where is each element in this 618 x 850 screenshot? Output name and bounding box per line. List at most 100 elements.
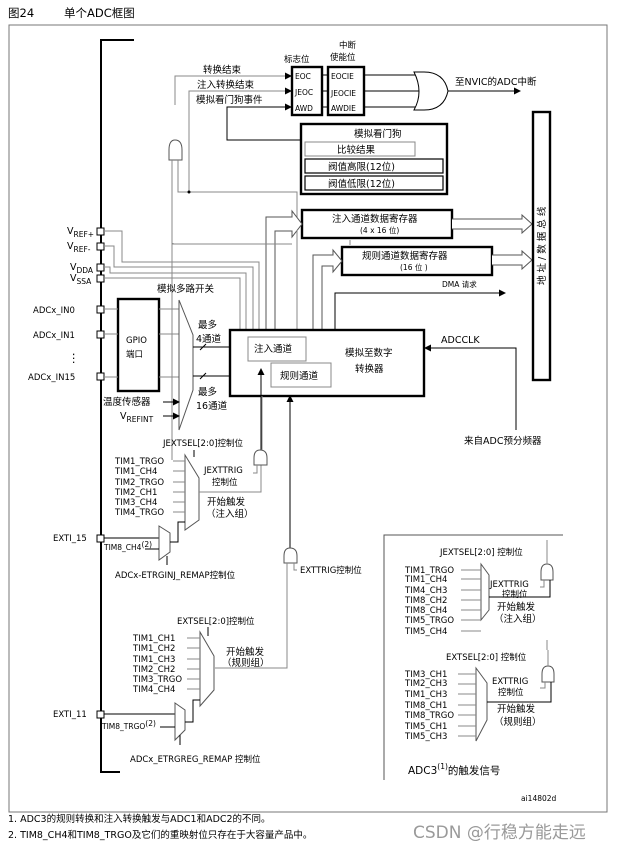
awd-line xyxy=(226,103,307,141)
adc3-inj-start-line1: 开始触发 xyxy=(497,601,536,613)
chip-boundary xyxy=(100,39,134,773)
svg-text:TIM1_CH3: TIM1_CH3 xyxy=(132,655,175,665)
adc3-jexttrig-label: JEXTTRIG xyxy=(489,580,529,590)
regular-transfer-arrow xyxy=(312,248,343,330)
max-reg-line1: 最多 xyxy=(198,386,217,398)
gpio-label-2: 端口 xyxy=(126,349,143,360)
svg-text:TIM1_TRGO: TIM1_TRGO xyxy=(114,457,164,467)
gpio-label: GPIO xyxy=(126,336,147,346)
injected-reg-size: (4 x 16 位) xyxy=(360,225,399,235)
adc3-exttrig-gate xyxy=(541,665,555,683)
compare-result xyxy=(304,141,416,157)
or-gate xyxy=(413,71,449,111)
inj-start-line1: 开始触发 xyxy=(207,496,246,508)
svg-text:TIM4_CH3: TIM4_CH3 xyxy=(404,586,447,596)
watermark: CSDN @行稳方能走远 xyxy=(413,823,586,843)
int-header-line1: 中断 xyxy=(339,40,357,51)
vrefint-label: VREFINT xyxy=(120,411,154,424)
extsel-label: EXTSEL[2:0]控制位 xyxy=(177,616,255,627)
svg-text:TIM3_TRGO: TIM3_TRGO xyxy=(132,675,182,685)
jexttrig-and-gate xyxy=(253,449,268,466)
adc3-caption: ADC3(1)的触发信号 xyxy=(408,762,500,777)
svg-text:TIM1_CH2: TIM1_CH2 xyxy=(132,644,175,654)
regular-bus-arrow xyxy=(492,249,533,271)
exttrig-and-gate xyxy=(283,547,298,564)
svg-text:TIM5_TRGO: TIM5_TRGO xyxy=(404,616,454,626)
max-inj-line1: 最多 xyxy=(198,319,217,331)
adc3-jextsel-label: JEXTSEL[2:0] 控制位 xyxy=(439,547,523,558)
svg-text:TIM1_TRGO: TIM1_TRGO xyxy=(404,566,454,576)
jeoc-line xyxy=(188,87,292,192)
adc3-regular-sources: TIM3_CH1 TIM2_CH3 TIM1_CH3 TIM8_CH1 TIM8… xyxy=(404,670,454,742)
regular-trigger-sources: TIM1_CH1 TIM1_CH2 TIM1_CH3 TIM2_CH2 TIM3… xyxy=(132,634,182,695)
figure-code: ai14802d xyxy=(521,794,557,803)
exti11-pin: EXTI_11 xyxy=(53,710,87,720)
svg-text:TIM8_TRGO: TIM8_TRGO xyxy=(404,711,454,721)
gpio-port xyxy=(116,297,161,393)
high-threshold xyxy=(304,158,444,174)
temp-sensor-label: 温度传感器 xyxy=(103,396,151,408)
adc3-inj-start-line2: （注入组） xyxy=(494,613,542,625)
analog-mux xyxy=(178,299,194,431)
svg-text:TIM2_CH1: TIM2_CH1 xyxy=(114,488,157,498)
regular-reg-size: (16 位 ) xyxy=(400,262,428,272)
nvic-label: 至NVIC的ADC中断 xyxy=(455,76,537,88)
pin-vdda: VDDA xyxy=(70,262,94,275)
adc3-extsel-label: EXTSEL[2:0] 控制位 xyxy=(446,652,527,663)
flag-awd: AWD xyxy=(295,104,313,113)
figure-number: 图24 xyxy=(8,6,34,20)
svg-text:TIM2_CH2: TIM2_CH2 xyxy=(132,665,175,675)
event-eoc: 转换结束 xyxy=(203,64,242,76)
exti15-pin: EXTI_15 xyxy=(53,534,87,544)
enable-awdie: AWDIE xyxy=(331,104,356,113)
inj-start-line2: （注入组） xyxy=(206,508,254,520)
dma-line xyxy=(334,289,506,330)
enable-jeocie: JEOCIE xyxy=(330,89,356,98)
pin-adcx-in15: ADCx_IN15 xyxy=(28,373,75,383)
adc-core-line1: 模拟至数字 xyxy=(345,347,393,359)
adc-core-line2: 转换器 xyxy=(355,363,384,375)
adc3-frame xyxy=(383,534,563,780)
etrginj-remap-label: ADCx-ETRGINJ_REMAP控制位 xyxy=(115,570,236,581)
dma-label: DMA 请求 xyxy=(442,279,477,289)
eoc-line xyxy=(174,72,292,105)
svg-text:TIM2_CH3: TIM2_CH3 xyxy=(404,679,447,689)
etrgreg-remap-mux xyxy=(174,702,186,742)
svg-text:TIM5_CH3: TIM5_CH3 xyxy=(404,732,447,742)
adc3-injected-mux xyxy=(480,562,490,622)
mux-label: 模拟多路开关 xyxy=(157,283,215,295)
watchdog-row-high: 阀值高限(12位) xyxy=(328,161,395,173)
reg-start-line1: 开始触发 xyxy=(226,646,265,658)
eoc-and-gate xyxy=(168,139,183,161)
adc3-exttrig-label-2: 控制位 xyxy=(498,687,524,698)
enable-eocie: EOCIE xyxy=(331,72,354,81)
regular-trigger-mux xyxy=(199,630,215,708)
adc3-regular-mux xyxy=(475,666,488,742)
etrginj-remap-mux xyxy=(158,525,171,561)
regular-reg-title: 规则通道数据寄存器 xyxy=(362,250,448,262)
max-reg-line2: 16通道 xyxy=(196,400,228,412)
bus-label: 地 址 / 数 据 总 线 xyxy=(536,206,548,285)
jexttrig-label-2: 控制位 xyxy=(212,477,238,488)
svg-text:TIM4_CH4: TIM4_CH4 xyxy=(132,685,175,695)
figure-title: 单个ADC框图 xyxy=(64,6,135,20)
etrgreg-remap-label: ADCx_ETRGREG_REMAP 控制位 xyxy=(130,754,261,765)
pin-vref-minus: VREF- xyxy=(67,241,91,254)
adc3-reg-start-line2: （规则组） xyxy=(494,716,542,728)
svg-text:TIM1_CH4: TIM1_CH4 xyxy=(404,575,447,585)
svg-text:TIM5_CH4: TIM5_CH4 xyxy=(404,627,447,637)
svg-text:TIM1_CH4: TIM1_CH4 xyxy=(114,467,157,477)
injected-trigger-mux xyxy=(184,453,200,531)
adc3-injected-sources: TIM1_TRGO TIM1_CH4 TIM4_CH3 TIM8_CH2 TIM… xyxy=(404,566,454,637)
watchdog-row-compare: 比较结果 xyxy=(337,144,376,156)
footnote-2: 2. TIM8_CH4和TIM8_TRGO及它们的重映射位只存在于大容量产品中。 xyxy=(8,829,312,841)
svg-text:TIM8_CH1: TIM8_CH1 xyxy=(404,701,447,711)
pin-adcx-in1: ADCx_IN1 xyxy=(33,331,75,341)
injected-bus-arrow xyxy=(452,213,533,235)
svg-text:TIM1_CH1: TIM1_CH1 xyxy=(132,634,175,644)
pin-ellipsis: ⋮ xyxy=(68,351,80,365)
flag-jeoc: JEOC xyxy=(294,88,313,97)
svg-text:TIM3_CH1: TIM3_CH1 xyxy=(404,670,447,680)
flag-register xyxy=(290,65,324,117)
